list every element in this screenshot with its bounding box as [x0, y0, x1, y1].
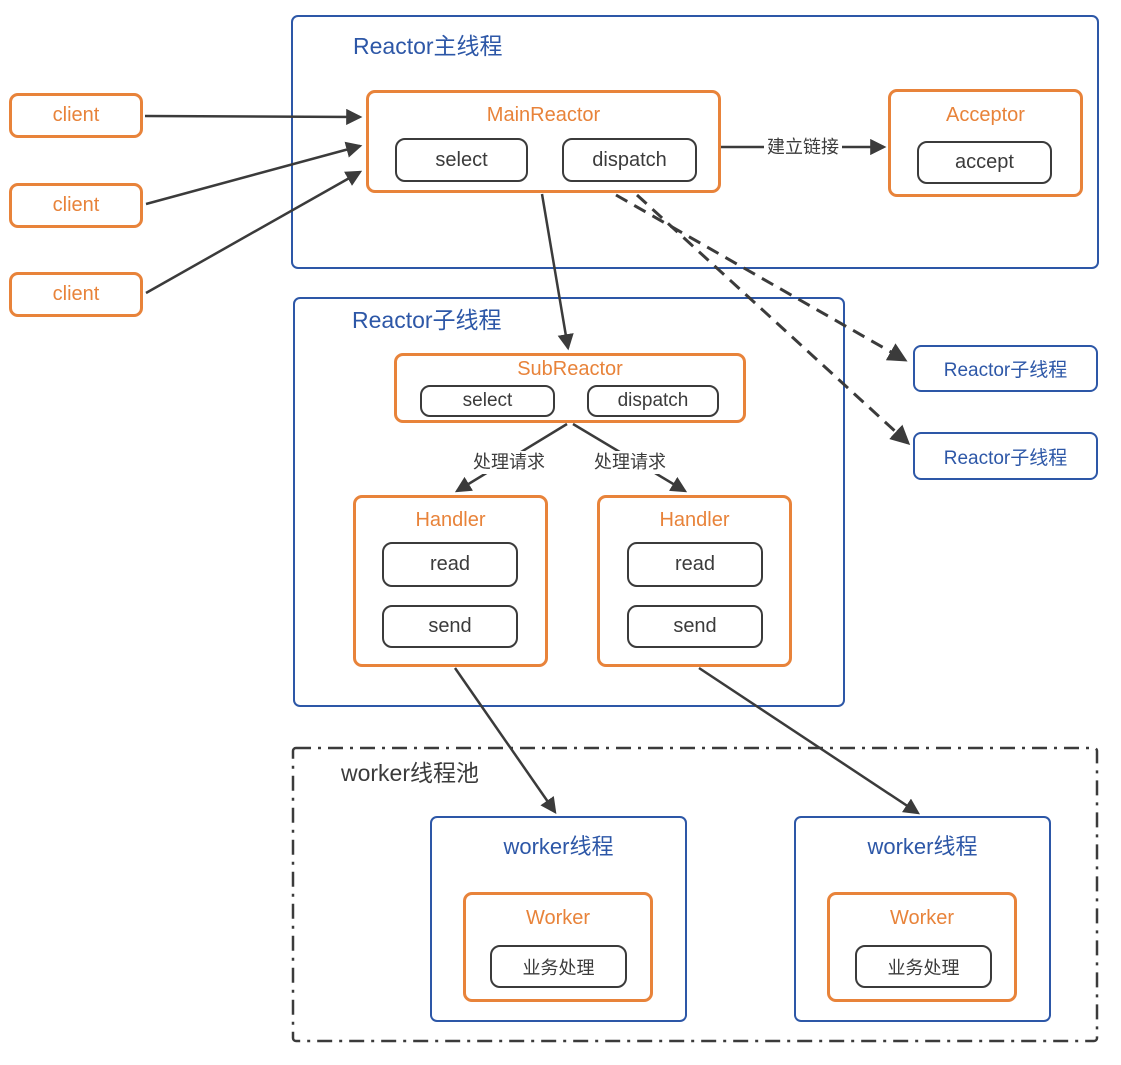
handler2-read-box: read	[627, 542, 763, 587]
worker1-task-box: 业务处理	[490, 945, 627, 988]
sub-reactor-dispatch-box: dispatch	[587, 385, 719, 417]
worker-thread-title-1: worker线程	[503, 834, 614, 859]
sub-thread-ref-box-1: Reactor子线程	[913, 345, 1098, 392]
handler2-send-box: send	[627, 605, 763, 648]
handler-box-1	[353, 495, 548, 667]
main-reactor-title: MainReactor	[486, 104, 601, 126]
main-reactor-select-box: select	[395, 138, 528, 182]
worker2-task-box: 业务处理	[855, 945, 992, 988]
client-box-1: client	[9, 93, 143, 138]
handler-title-2: Handler	[659, 509, 730, 531]
worker-title-1: Worker	[525, 907, 591, 929]
client-box-3: client	[9, 272, 143, 317]
connect-label: 建立链接	[764, 136, 842, 159]
handler-title-1: Handler	[415, 509, 486, 531]
main-thread-title: Reactor主线程	[353, 33, 503, 59]
worker-pool-title: worker线程池	[341, 760, 480, 786]
main-reactor-box	[366, 90, 721, 193]
main-reactor-dispatch-box: dispatch	[562, 138, 697, 182]
request-label-2: 处理请求	[591, 451, 669, 474]
sub-thread-title: Reactor子线程	[352, 307, 502, 333]
acceptor-accept-box: accept	[917, 141, 1052, 184]
client-box-2: client	[9, 183, 143, 228]
sub-reactor-select-box: select	[420, 385, 555, 417]
acceptor-title: Acceptor	[946, 104, 1025, 126]
handler-box-2	[597, 495, 792, 667]
request-label-1: 处理请求	[470, 451, 548, 474]
sub-reactor-title: SubReactor	[517, 358, 623, 380]
worker-thread-title-2: worker线程	[867, 834, 978, 859]
worker-title-2: Worker	[889, 907, 955, 929]
sub-thread-ref-box-2: Reactor子线程	[913, 432, 1098, 480]
acceptor-box	[888, 89, 1083, 197]
handler1-read-box: read	[382, 542, 518, 587]
handler1-send-box: send	[382, 605, 518, 648]
